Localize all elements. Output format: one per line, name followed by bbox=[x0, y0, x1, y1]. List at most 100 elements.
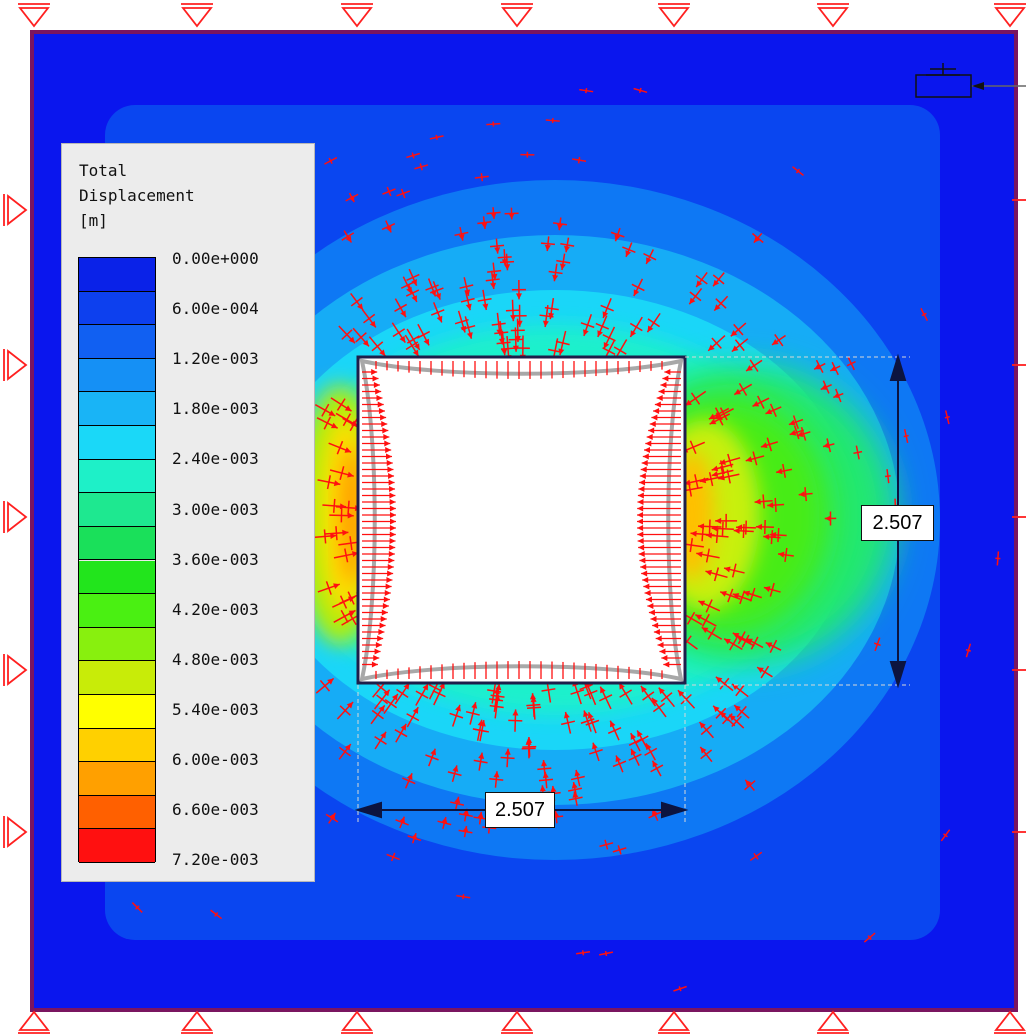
displacement-vector-icon bbox=[405, 283, 420, 303]
legend-band bbox=[79, 526, 155, 561]
displacement-vector-icon bbox=[711, 521, 734, 536]
displacement-vector-icon bbox=[699, 746, 713, 763]
displacement-vector-icon bbox=[749, 851, 763, 861]
displacement-vector-icon bbox=[381, 220, 396, 233]
displacement-vector-icon bbox=[833, 388, 844, 403]
displacement-vector-icon bbox=[829, 361, 841, 376]
displacement-vector-icon bbox=[345, 192, 359, 203]
displacement-vector-icon bbox=[579, 88, 594, 94]
legend-band bbox=[79, 661, 155, 695]
displacement-vector-icon bbox=[329, 466, 354, 481]
displacement-vector-icon bbox=[341, 230, 355, 243]
roller-support-icon bbox=[3, 349, 28, 381]
displacement-vector-icon bbox=[499, 253, 515, 271]
displacement-vector-icon bbox=[884, 469, 891, 484]
displacement-vector-icon bbox=[330, 397, 352, 412]
displacement-vector-icon bbox=[324, 156, 338, 165]
displacement-vector-icon bbox=[751, 232, 764, 244]
displacement-vector-icon bbox=[456, 894, 471, 900]
displacement-vector-icon bbox=[414, 163, 429, 171]
displacement-vector-icon bbox=[465, 701, 480, 725]
displacement-vector-icon bbox=[338, 743, 352, 760]
displacement-vector-icon bbox=[338, 325, 356, 344]
displacement-vector-icon bbox=[570, 769, 585, 787]
piezometer-icon[interactable] bbox=[915, 63, 1026, 98]
displacement-vector-icon bbox=[458, 825, 473, 838]
displacement-vector-icon bbox=[745, 451, 765, 466]
displacement-vector-icon bbox=[500, 748, 515, 768]
displacement-vector-icon bbox=[629, 316, 643, 338]
displacement-vector-icon bbox=[712, 272, 725, 287]
displacement-vector-icon bbox=[368, 336, 386, 357]
displacement-vector-icon bbox=[316, 416, 338, 430]
displacement-vector-icon bbox=[548, 263, 563, 282]
displacement-vector-icon bbox=[382, 186, 396, 197]
displacement-vector-icon bbox=[822, 438, 835, 453]
displacement-vector-icon bbox=[361, 309, 377, 328]
displacement-vector-icon bbox=[788, 415, 804, 429]
displacement-vector-icon bbox=[792, 166, 804, 176]
legend-band bbox=[79, 358, 155, 393]
arrowhead bbox=[889, 353, 907, 381]
displacement-vector-icon bbox=[459, 277, 474, 297]
displacement-vector-icon bbox=[873, 637, 881, 652]
displacement-vector-icon bbox=[744, 779, 756, 791]
displacement-vector-icon bbox=[313, 529, 337, 544]
displacement-vector-icon bbox=[447, 765, 462, 783]
displacement-vector-icon bbox=[646, 312, 661, 333]
displacement-vector-icon bbox=[756, 665, 773, 679]
excavation bbox=[356, 355, 687, 685]
displacement-vector-icon bbox=[752, 395, 770, 409]
displacement-vector-icon bbox=[332, 595, 356, 609]
displacement-vector-icon bbox=[336, 701, 354, 720]
legend-band bbox=[79, 694, 155, 729]
legend-band bbox=[79, 325, 155, 359]
displacement-vector-icon bbox=[695, 272, 708, 288]
displacement-vector-icon bbox=[520, 151, 535, 158]
excavation-outline bbox=[356, 355, 687, 685]
legend-band bbox=[79, 291, 155, 326]
roller-support-icon bbox=[3, 194, 28, 226]
displacement-vector-icon bbox=[386, 852, 400, 862]
displacement-vector-icon bbox=[402, 773, 416, 789]
displacement-vector-icon bbox=[696, 548, 720, 563]
roller-support-icon bbox=[994, 3, 1026, 28]
roller-support-icon bbox=[341, 3, 373, 28]
displacement-vector-icon bbox=[317, 475, 341, 490]
displacement-vector-icon bbox=[315, 677, 335, 694]
roller-support-icon bbox=[817, 3, 849, 28]
displacement-vector-icon bbox=[406, 152, 421, 159]
displacement-vector-icon bbox=[545, 118, 560, 124]
displacement-vector-icon bbox=[585, 712, 600, 734]
displacement-vector-icon bbox=[544, 297, 559, 320]
legend-color-bar bbox=[78, 257, 156, 863]
legend-band bbox=[79, 594, 155, 628]
displacement-vector-icon bbox=[599, 839, 614, 850]
displacement-vector-icon bbox=[333, 548, 359, 563]
displacement-vector-icon bbox=[394, 682, 411, 705]
displacement-vector-icon bbox=[486, 121, 501, 127]
displacement-vector-icon bbox=[370, 704, 386, 725]
displacement-vector-icon bbox=[612, 845, 627, 855]
displacement-vector-icon bbox=[607, 720, 622, 741]
legend-label: 5.40e-003 bbox=[172, 699, 259, 719]
legend-label: 4.80e-003 bbox=[172, 649, 259, 669]
legend-band bbox=[79, 762, 155, 796]
model-boundary bbox=[30, 30, 1018, 1012]
displacement-vector-icon bbox=[651, 697, 667, 718]
displacement-vector-icon bbox=[940, 829, 951, 842]
displacement-vector-icon bbox=[736, 520, 756, 535]
roller-support-icon bbox=[658, 3, 690, 28]
displacement-vector-icon bbox=[374, 689, 391, 710]
displacement-vector-icon bbox=[658, 687, 676, 708]
displacement-vector-icon bbox=[494, 320, 509, 345]
displacement-vector-icon bbox=[767, 497, 785, 512]
displacement-vector-icon bbox=[489, 694, 504, 719]
legend-band bbox=[79, 829, 155, 863]
displacement-vector-icon bbox=[485, 270, 500, 290]
displacement-vector-icon bbox=[486, 207, 501, 219]
displacement-vector-icon bbox=[450, 796, 465, 811]
displacement-vector-icon bbox=[335, 412, 359, 427]
